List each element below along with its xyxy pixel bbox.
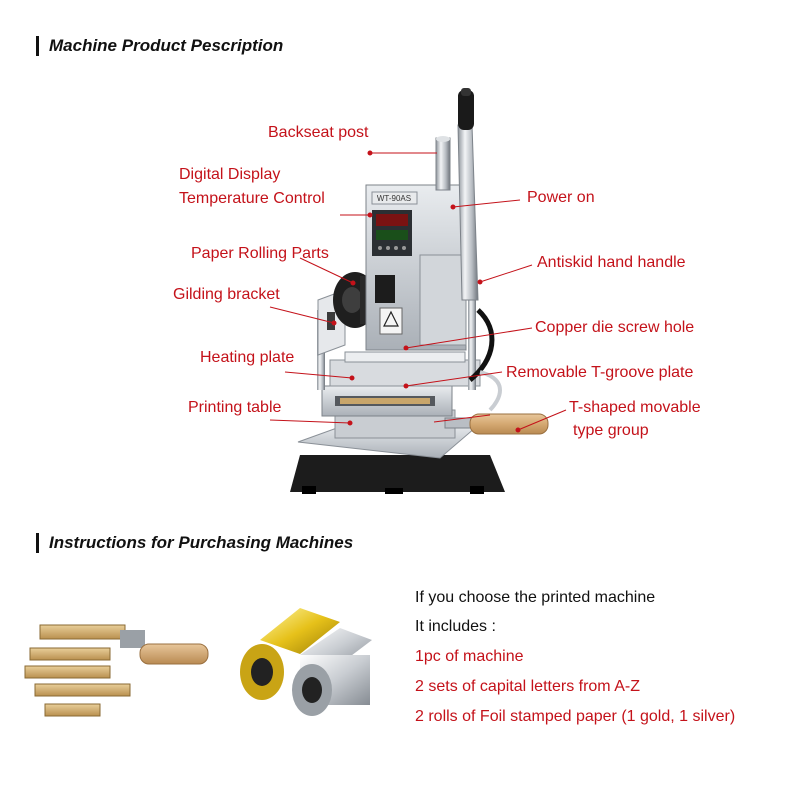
purchase-item-3: 2 rolls of Foil stamped paper (1 gold, 1… [415,708,736,725]
label-backseat-post: Backseat post [268,124,369,141]
callout-lines [269,150,567,433]
t-groove-plate [321,385,453,417]
model-label: WT-90AS [377,194,411,203]
section-heading-purchase: Instructions for Purchasing Machines [36,532,353,554]
backseat-post [435,136,451,191]
label-power-on: Power on [527,189,595,206]
section-heading-machine: Machine Product Pescription [36,35,283,57]
heading-bar [36,36,39,56]
label-digital-display: Digital Display [179,166,281,183]
label-printing-table: Printing table [188,399,282,416]
label-t-shaped: T-shaped movable [569,399,701,416]
label-antiskid-handle: Antiskid hand handle [537,254,686,271]
machine-base [290,455,505,494]
foil-rolls [240,608,372,716]
hand-handle [457,88,479,301]
label-paper-rolling: Paper Rolling Parts [191,245,329,262]
t-shaped-type-group [444,413,549,435]
included-items-illustration [24,608,372,717]
heating-plate [329,351,481,387]
label-heating-plate: Heating plate [200,349,295,366]
label-copper-die: Copper die screw hole [535,319,695,336]
letter-type-sets [24,624,209,717]
purchase-item-1: 1pc of machine [415,648,524,665]
label-temperature-control: Temperature Control [179,190,325,207]
label-t-groove-plate: Removable T-groove plate [506,364,694,381]
section-title-machine: Machine Product Pescription [49,36,284,55]
section-title-purchase: Instructions for Purchasing Machines [49,533,354,552]
heading-bar [36,533,39,553]
machine-diagram: WT-90AS [269,88,567,494]
purchase-line-2: It includes : [415,618,496,635]
label-type-group: type group [573,422,649,439]
machine-body: WT-90AS [365,184,467,351]
purchase-line-1: If you choose the printed machine [415,589,656,606]
label-gilding-bracket: Gilding bracket [173,286,280,303]
purchase-item-2: 2 sets of capital letters from A-Z [415,678,640,695]
